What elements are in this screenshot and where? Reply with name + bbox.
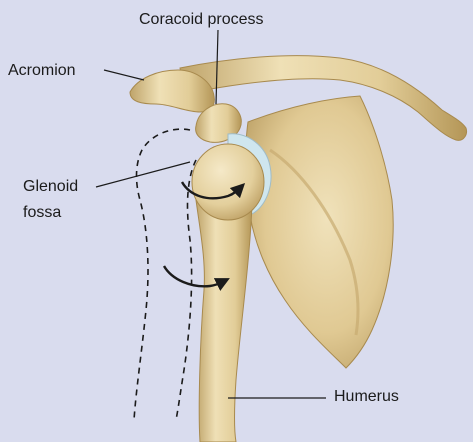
humerus [196,197,252,442]
dashed-arm-outline [134,129,190,420]
glenoid-leader-line [96,162,190,187]
glenoid-fossa-label-line2: fossa [23,203,61,222]
acromion-label: Acromion [8,61,76,80]
coracoid-process-label: Coracoid process [139,10,264,29]
dashed-arm-outline-inner [176,160,196,420]
humeral-head [192,144,264,220]
glenoid-fossa-label-line1: Glenoid [23,177,78,196]
scapula [246,96,393,368]
humerus-label: Humerus [334,387,399,406]
acromion-leader-line [104,70,144,80]
